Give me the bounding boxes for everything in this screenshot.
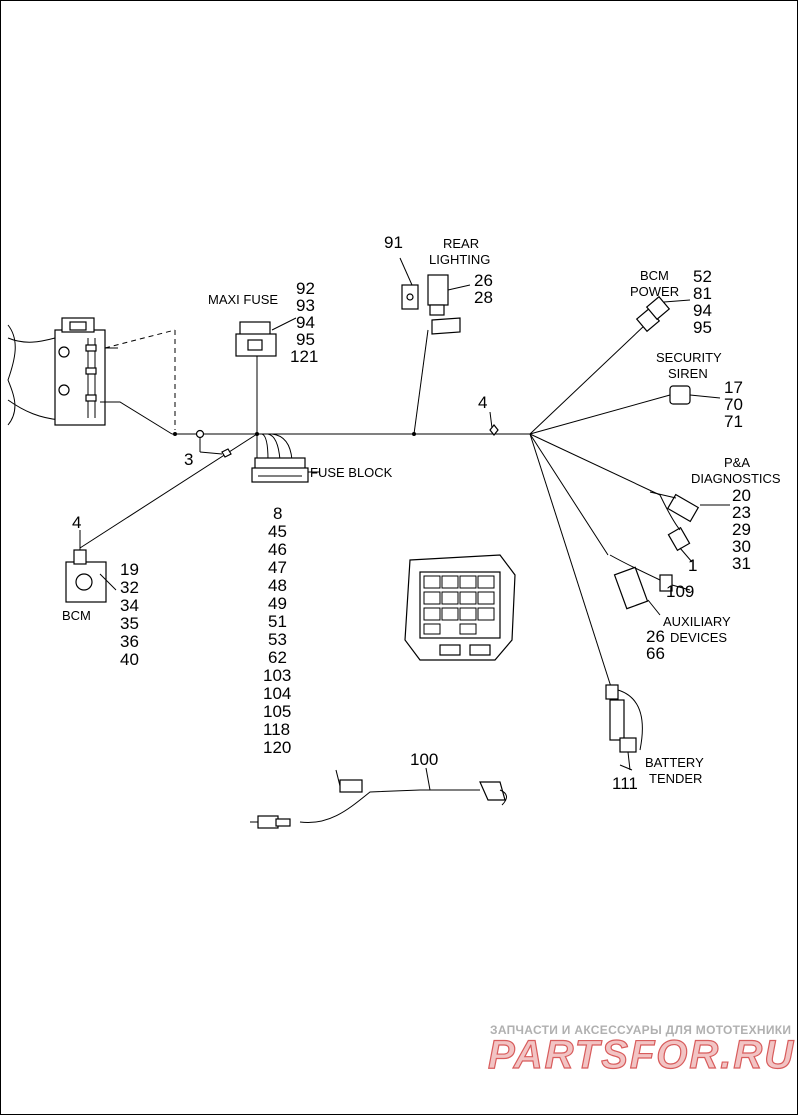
callout-cable-100: 100 <box>410 750 438 769</box>
label-pa-diagnostics-1: P&A <box>724 455 750 470</box>
label-battery-tender-2: TENDER <box>649 771 702 786</box>
callout-harness-4: 4 <box>478 393 487 412</box>
callout-bcm-power-1: 81 <box>693 284 712 303</box>
leader-lines <box>79 411 633 771</box>
label-bcm-power-1: BCM <box>640 268 669 283</box>
bcm-part <box>65 549 117 603</box>
callout-bcm-power-2: 94 <box>693 301 712 320</box>
callout-bcm-5: 40 <box>120 650 139 669</box>
callout-aux-109: 109 <box>666 582 694 601</box>
callout-bcm-3: 35 <box>120 614 139 633</box>
callout-bcm-power-0: 52 <box>693 267 712 286</box>
callout-bcm-top: 4 <box>72 513 81 532</box>
callout-maxi-fuse-2: 94 <box>296 313 315 332</box>
callout-fb-0: 8 <box>273 504 282 523</box>
frame-bracket <box>7 317 176 435</box>
callout-fb-5: 49 <box>268 594 287 613</box>
callout-rear-lighting-0: 26 <box>474 271 493 290</box>
callout-maxi-fuse-3: 95 <box>296 330 315 349</box>
callout-maxi-fuse-1: 93 <box>296 296 315 315</box>
callout-bcm-0: 19 <box>120 560 139 579</box>
security-siren-part <box>669 385 721 405</box>
callout-rear-lighting-left: 91 <box>384 233 403 252</box>
callout-harness-3: 3 <box>184 450 193 469</box>
bcm-power-part <box>635 295 691 333</box>
maxi-fuse-part <box>235 317 297 357</box>
label-auxiliary-devices-2: DEVICES <box>670 630 727 645</box>
callout-security-siren-2: 71 <box>724 412 743 431</box>
callout-fb-10: 104 <box>263 684 291 703</box>
callout-fb-4: 48 <box>268 576 287 595</box>
callout-maxi-fuse-0: 92 <box>296 279 315 298</box>
label-fuse-block: FUSE BLOCK <box>310 465 393 480</box>
callout-aux-1: 66 <box>646 644 665 663</box>
callout-fb-13: 120 <box>263 738 291 757</box>
text-labels: MAXI FUSE 92 93 94 95 121 91 REAR LIGHTI… <box>62 233 781 793</box>
auxiliary-devices-part <box>609 554 691 616</box>
label-security-siren-1: SECURITY <box>656 350 722 365</box>
callout-fb-6: 51 <box>268 612 287 631</box>
callout-pa-0: 20 <box>732 486 751 505</box>
label-security-siren-2: SIREN <box>668 366 708 381</box>
label-rear-lighting-1: REAR <box>443 236 479 251</box>
callout-pa-single: 1 <box>688 556 697 575</box>
watermark-logo: PARTSFOR.RU <box>488 1033 795 1077</box>
callout-fb-7: 53 <box>268 630 287 649</box>
cable-100-part <box>250 767 507 829</box>
callout-bcm-power-3: 95 <box>693 318 712 337</box>
callout-security-siren-0: 17 <box>724 378 743 397</box>
callout-rear-lighting-1: 28 <box>474 288 493 307</box>
battery-tender-part <box>605 684 643 771</box>
callout-pa-4: 31 <box>732 554 751 573</box>
callout-aux-0: 26 <box>646 627 665 646</box>
callout-bcm-2: 34 <box>120 596 139 615</box>
callout-bcm-4: 36 <box>120 632 139 651</box>
callout-fb-1: 45 <box>268 522 287 541</box>
callout-pa-3: 30 <box>732 537 751 556</box>
callout-maxi-fuse-4: 121 <box>290 347 318 366</box>
watermark-tagline: ЗАПЧАСТИ И АКСЕССУАРЫ ДЛЯ МОТОТЕХНИКИ <box>490 1023 791 1037</box>
label-maxi-fuse: MAXI FUSE <box>208 292 278 307</box>
callout-fb-8: 62 <box>268 648 287 667</box>
label-rear-lighting-2: LIGHTING <box>429 252 490 267</box>
watermark: ЗАПЧАСТИ И АКСЕССУАРЫ ДЛЯ МОТОТЕХНИКИ PA… <box>487 1023 795 1078</box>
label-auxiliary-devices-1: AUXILIARY <box>663 614 731 629</box>
callout-fb-2: 46 <box>268 540 287 559</box>
callout-fb-11: 105 <box>263 702 291 721</box>
callout-pa-2: 29 <box>732 520 751 539</box>
fuse-block-part <box>251 457 320 483</box>
label-bcm-power-2: POWER <box>630 284 679 299</box>
label-pa-diagnostics-2: DIAGNOSTICS <box>691 471 781 486</box>
pa-diagnostics-part <box>649 491 730 563</box>
callout-fb-12: 118 <box>263 720 290 739</box>
callout-bcm-1: 32 <box>120 578 139 597</box>
callout-fb-9: 103 <box>263 666 291 685</box>
fuse-block-detail <box>404 554 516 661</box>
rear-lighting-parts <box>399 257 471 335</box>
callout-fb-3: 47 <box>268 558 287 577</box>
callout-battery-tender: 111 <box>612 774 638 793</box>
label-bcm: BCM <box>62 608 91 623</box>
callout-security-siren-1: 70 <box>724 395 743 414</box>
main-harness <box>79 324 671 691</box>
label-battery-tender-1: BATTERY <box>645 755 704 770</box>
callout-pa-1: 23 <box>732 503 751 522</box>
